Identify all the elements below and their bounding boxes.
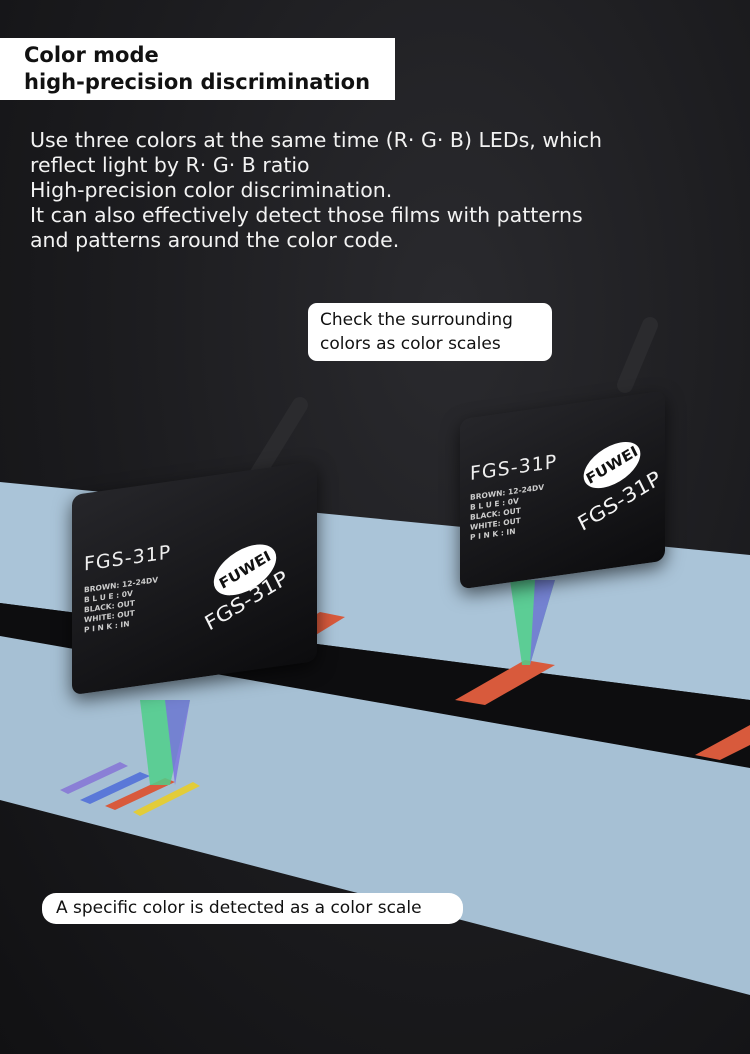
sensor-front: FGS-31P BROWN: 12-24DV B L U E : 0V BLAC… [72,460,317,696]
description-line: It can also effectively detect those fil… [30,203,583,227]
red-mark [455,660,555,705]
cable [617,317,658,393]
description-line: High-precision color discrimination. [30,178,393,202]
light-beam [530,580,555,665]
purple-stripe [60,762,128,794]
yellow-stripe [133,782,200,816]
description-line: Use three colors at the same time (R· G·… [30,128,603,152]
sensor-back: FGS-31P BROWN: 12-24DV B L U E : 0V BLAC… [460,390,665,590]
title-line-2: high-precision discrimination [24,70,371,94]
red-mark [695,725,750,760]
title-line-1: Color mode [24,43,159,67]
red-stripe [105,778,175,810]
description-line: and patterns around the color code. [30,228,400,252]
light-beam [165,700,190,785]
surrounding-callout: Check the surrounding colors as color sc… [308,303,552,361]
blue-stripe [80,772,150,804]
callout-line: Check the surrounding [320,310,513,330]
section-title: Color mode high-precision discrimination [0,38,395,100]
callout-line: colors as color scales [320,334,501,354]
cable [247,397,308,486]
sensor-model: FGS-31P [84,541,172,576]
description: Use three colors at the same time (R· G·… [30,128,710,253]
description-line: reflect light by R· G· B ratio [30,153,310,177]
specific-color-callout: A specific color is detected as a color … [42,893,463,924]
sensor-model: FGS-31P [470,450,558,486]
lower-belt [0,636,750,995]
